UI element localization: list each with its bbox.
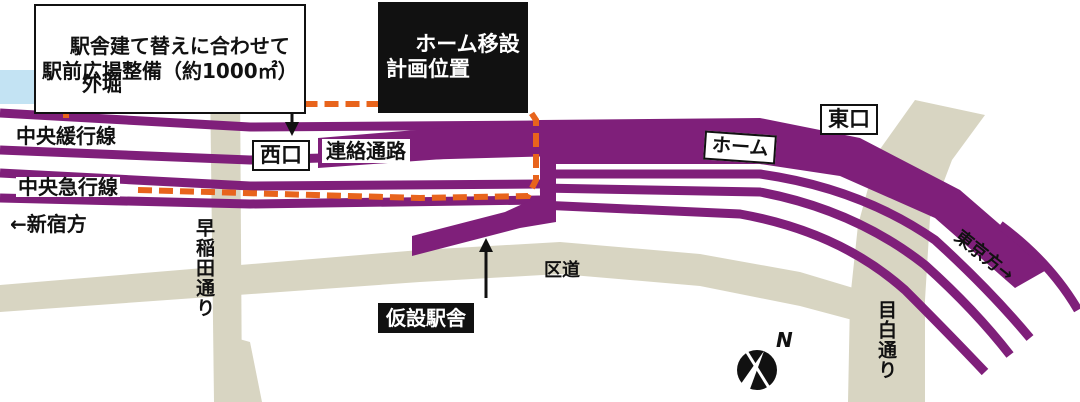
- north-label: N: [776, 328, 793, 352]
- ward-road-label: 区道: [544, 260, 580, 281]
- track-chuo-local-upper: [0, 108, 541, 132]
- chuo-rapid-line-label: 中央急行線: [16, 175, 120, 199]
- west-exit-label: 西口: [252, 140, 310, 171]
- moat-label: 外堀: [82, 72, 122, 96]
- track-east-4: [997, 221, 1080, 313]
- temporary-station-building: [412, 196, 556, 256]
- to-shinjuku-label: ←新宿方: [10, 212, 87, 236]
- waseda-street-label: 早稲田通り: [193, 218, 215, 318]
- temporary-station-stem: [540, 120, 556, 222]
- passage-label: 連絡通路: [322, 139, 410, 163]
- platform-plan-text: ホーム移設 計画位置: [386, 32, 520, 82]
- ward-road: [0, 242, 860, 322]
- plaza-note-text: 駅舎建て替えに合わせて 駅前広場整備（約1000㎡）: [42, 34, 298, 83]
- east-exit-label: 東口: [820, 104, 878, 135]
- chuo-local-line-label: 中央緩行線: [16, 124, 116, 148]
- platform-label: ホーム: [703, 130, 778, 165]
- temporary-station-label: 仮設駅舎: [378, 303, 474, 333]
- track-east-1: [540, 169, 1034, 341]
- platform-plan-box: ホーム移設 計画位置: [378, 2, 528, 113]
- track-east-3: [539, 200, 989, 376]
- north-arrow-icon: [737, 348, 777, 392]
- track-east-2: [539, 183, 1014, 358]
- arrow-head-icon: [285, 122, 299, 136]
- plaza-note-box: 駅舎建て替えに合わせて 駅前広場整備（約1000㎡）: [34, 4, 306, 114]
- arrow-head-icon: [479, 238, 493, 252]
- platform-east-band: [540, 118, 1050, 288]
- mejiro-street-label: 目白通り: [875, 300, 897, 380]
- building-area-bottom-left: [214, 332, 262, 402]
- track-chuo-rapid-lower: [0, 193, 541, 209]
